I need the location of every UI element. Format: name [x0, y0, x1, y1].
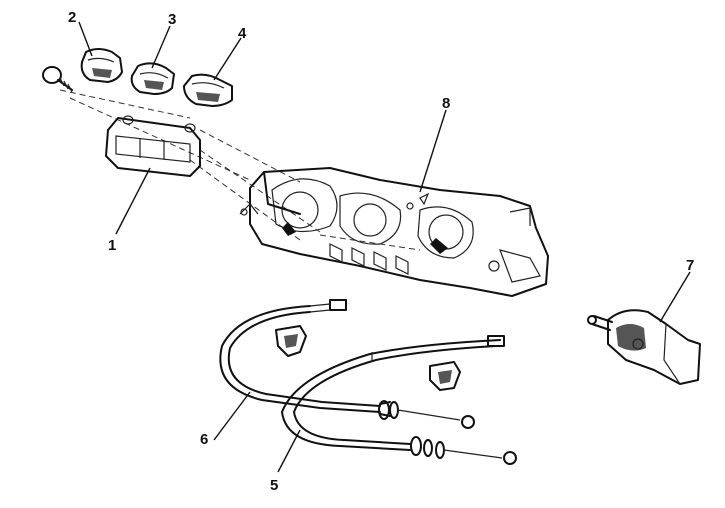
leader-line-6	[213, 391, 251, 441]
leader-line-3	[151, 25, 171, 69]
leader-line-8	[419, 109, 447, 193]
callout-5: 5	[270, 477, 278, 494]
control-cable-part-5	[281, 335, 517, 465]
control-panel-part-8	[239, 167, 549, 297]
control-cable-part-6	[219, 299, 475, 429]
leader-line-2	[78, 21, 93, 57]
blower-switch-part-7	[587, 309, 701, 385]
knob-part-2	[80, 48, 123, 83]
callout-1: 1	[108, 237, 116, 254]
callout-4: 4	[238, 25, 247, 42]
leader-line-1	[115, 167, 151, 235]
callout-8: 8	[442, 95, 450, 112]
callout-6: 6	[200, 431, 208, 448]
clip-right	[429, 361, 461, 391]
clip-left	[275, 325, 307, 357]
leader-line-7	[659, 271, 691, 323]
knob-part-4	[183, 73, 233, 107]
leader-line-4	[213, 37, 242, 81]
callout-3: 3	[168, 11, 176, 28]
callout-7: 7	[686, 257, 694, 274]
callout-2: 2	[68, 9, 76, 26]
knob-part-3	[130, 62, 175, 95]
bezel-part-1	[105, 115, 201, 177]
screw-icon	[42, 66, 73, 93]
leader-line-5	[277, 429, 301, 473]
